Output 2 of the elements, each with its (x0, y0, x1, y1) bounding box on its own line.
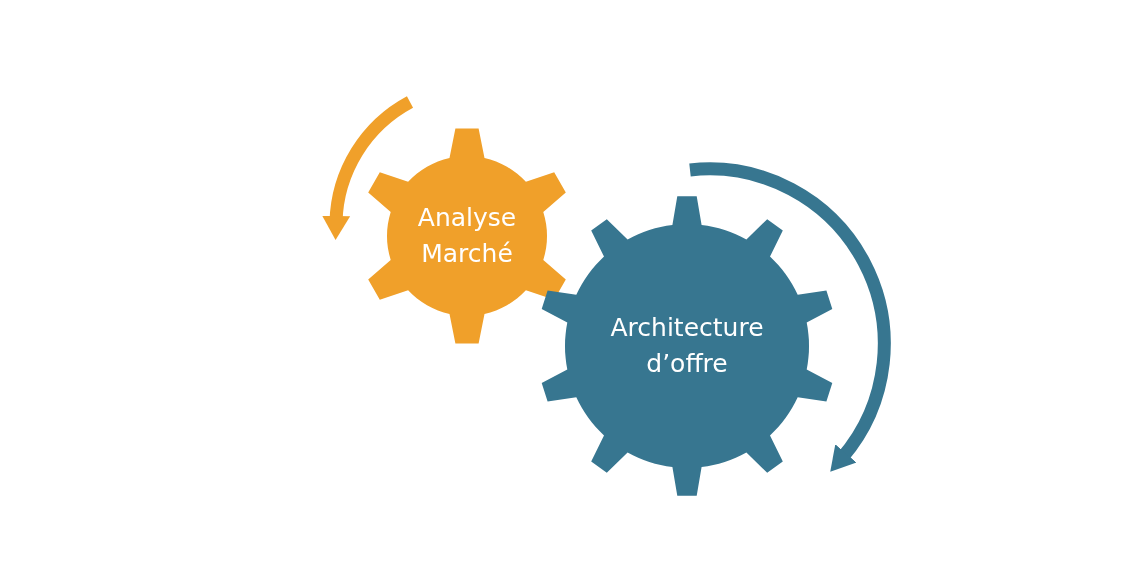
gear-label: Architecture d’offre (609, 312, 765, 380)
gear-label: Analyse Marché (416, 202, 518, 270)
